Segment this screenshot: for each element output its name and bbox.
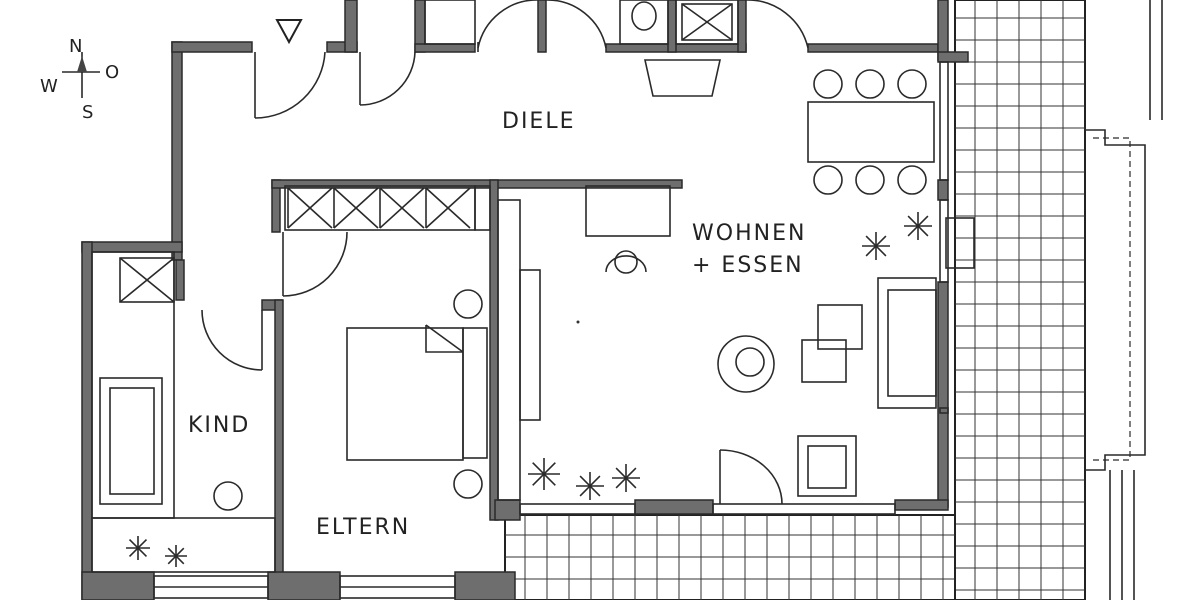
plant-icon	[576, 472, 604, 500]
room-label-essen: + ESSEN	[692, 253, 804, 278]
bathroom-fixtures	[424, 0, 739, 97]
compass-east: O	[105, 62, 119, 83]
compass-south: S	[82, 102, 93, 123]
plant-icon	[862, 232, 890, 260]
doors	[201, 0, 809, 505]
compass-west: W	[40, 76, 58, 97]
walls	[81, 0, 969, 600]
plant-icon	[904, 212, 932, 240]
plant-icon	[612, 464, 640, 492]
plant-icon	[528, 458, 560, 490]
compass-north: N	[69, 36, 82, 57]
balcony-east-tiles	[955, 0, 1085, 600]
wardrobes	[91, 185, 491, 519]
balcony-east	[954, 0, 1086, 600]
balcony-railing	[1085, 0, 1163, 600]
dining-set	[807, 69, 935, 195]
plant-icon	[165, 545, 187, 567]
plants	[126, 212, 932, 567]
bedroom-furniture	[346, 289, 488, 499]
kid-room-furniture	[91, 377, 276, 573]
room-label-kind: KIND	[188, 413, 250, 438]
room-label-wohnen: WOHNEN	[692, 221, 806, 246]
plant-icon	[126, 536, 150, 560]
room-label-eltern: ELTERN	[316, 515, 410, 540]
windows	[153, 61, 975, 599]
terrace-south-tiles	[505, 515, 955, 600]
terrace-south	[504, 514, 956, 600]
room-label-diele: DIELE	[502, 109, 576, 134]
entrance-marker-icon	[275, 19, 303, 45]
compass-rose: N O S W	[40, 36, 119, 123]
living-furniture	[497, 185, 937, 501]
